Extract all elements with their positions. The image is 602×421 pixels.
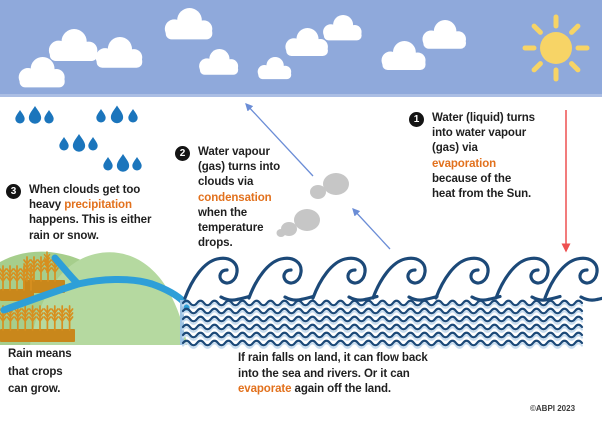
step1-number-badge: 1	[409, 112, 424, 127]
step-3: 3 When clouds get too heavy precipitatio…	[6, 183, 178, 244]
vapour-clouds-icon	[276, 173, 349, 237]
keyword-evaporate: evaporate	[238, 383, 292, 395]
sun-icon	[522, 14, 590, 82]
step3-number-badge: 3	[6, 184, 21, 199]
step2-text: Water vapour (gas) turns into clouds via…	[198, 146, 281, 250]
keyword-precipitation: precipitation	[64, 199, 132, 212]
crops-caption: Rain means that crops can grow.	[8, 348, 72, 395]
land-flow-caption: If rain falls on land, it can flow back …	[238, 352, 428, 395]
keyword-evaporation: evaporation	[432, 157, 497, 170]
sea-waves-icon	[181, 256, 602, 349]
step-1: 1 Water (liquid) turns into water vapour…	[409, 111, 539, 202]
land-illustration	[0, 251, 190, 345]
copyright-label: ©ABPI 2023	[530, 404, 576, 413]
river-mouth	[180, 300, 184, 345]
step3-text: When clouds get too heavy precipitation …	[29, 184, 152, 242]
raindrops-icon	[15, 105, 142, 172]
river-icon	[0, 254, 190, 314]
step-2: 2 Water vapour (gas) turns into clouds v…	[175, 145, 295, 251]
step2-number-badge: 2	[175, 146, 190, 161]
vapour-rise-arrow-icon	[245, 103, 391, 250]
step1-text: Water (liquid) turns into water vapour (…	[432, 112, 535, 201]
keyword-condensation: condensation	[198, 191, 272, 204]
